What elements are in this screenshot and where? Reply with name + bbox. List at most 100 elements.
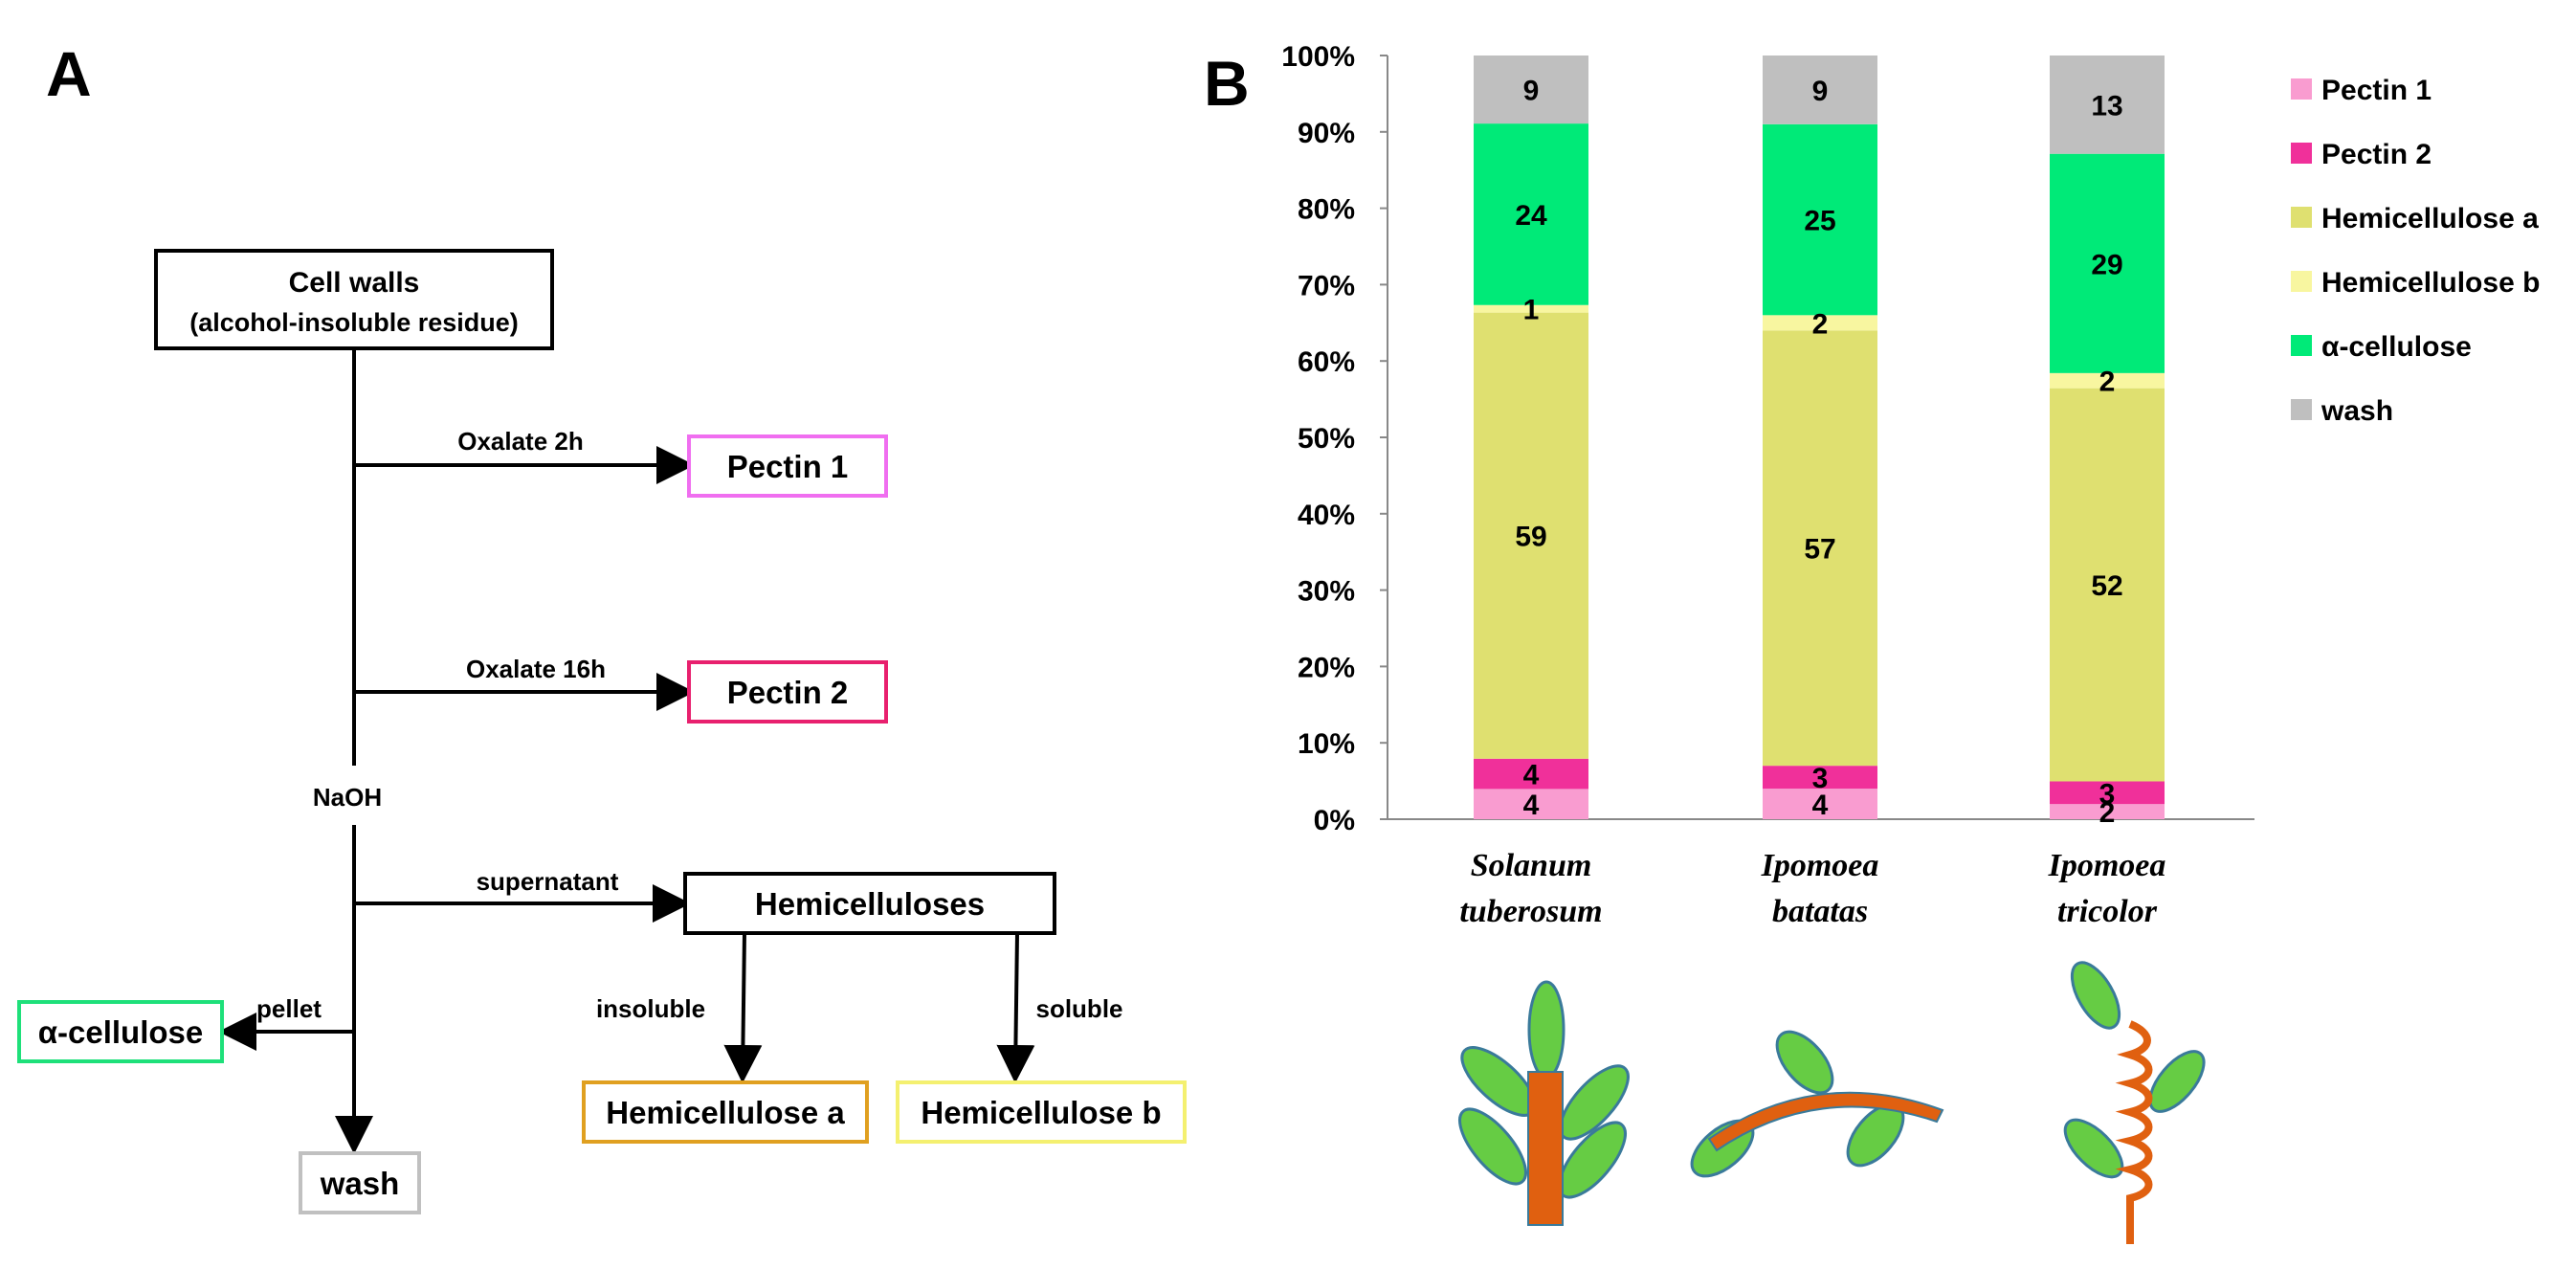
data-label: 24 (1515, 200, 1547, 232)
y-tick-label: 60% (1298, 346, 1355, 378)
bar-segment (1763, 315, 1877, 331)
bar-segment (1763, 330, 1877, 767)
data-label: 57 (1804, 534, 1835, 566)
xcat-2-line2: tricolor (2057, 894, 2158, 929)
legend-swatch (2291, 271, 2312, 292)
y-tick-label: 0% (1314, 805, 1355, 836)
legend-swatch (2291, 143, 2312, 164)
leaf (2063, 1118, 2124, 1179)
naoh-label: NaOH (313, 783, 382, 812)
oxalate-2h-label: Oxalate 2h (457, 427, 584, 456)
twining-stem (2115, 1020, 2153, 1244)
cell-walls-subtitle: (alcohol-insoluble residue) (189, 308, 519, 337)
bar-segment (1474, 304, 1588, 313)
bar-segment (1474, 56, 1588, 124)
data-label: 2 (2099, 797, 2116, 829)
leaf (2148, 1050, 2206, 1113)
soluble-label: soluble (1035, 994, 1122, 1023)
alpha-cellulose-box (17, 1000, 224, 1063)
leaf (2070, 961, 2121, 1030)
pectin1-box (687, 434, 888, 498)
legend-swatch (2291, 207, 2312, 228)
solanum-illustration (1458, 980, 1630, 1226)
bar-segment (2050, 153, 2165, 373)
data-label: 4 (1523, 790, 1540, 821)
pectin1-label: Pectin 1 (727, 449, 849, 484)
data-label: 1 (1523, 295, 1540, 326)
bar-segment (1474, 123, 1588, 305)
legend-label: Pectin 2 (2321, 139, 2432, 170)
panel-a-letter: A (46, 38, 92, 109)
legend-label: Hemicellulose b (2321, 267, 2540, 299)
y-tick-label: 50% (1298, 423, 1355, 455)
y-tick-label: 100% (1281, 41, 1355, 73)
stem (1527, 1071, 1564, 1226)
bar-segment (1474, 312, 1588, 759)
data-label: 25 (1804, 206, 1835, 237)
hemicelluloses-label: Hemicelluloses (755, 886, 985, 922)
legend-swatch (2291, 335, 2312, 356)
bar-segment (2050, 781, 2165, 805)
hemi-b-label: Hemicellulose b (921, 1095, 1161, 1130)
legend-label: Hemicellulose a (2321, 203, 2539, 234)
hemi-a-label: Hemicellulose a (606, 1095, 845, 1130)
y-tick-label: 80% (1298, 194, 1355, 226)
arrow-soluble (996, 932, 1035, 1083)
y-tick-label: 20% (1298, 652, 1355, 683)
bars (1474, 56, 2165, 819)
hemi-a-box (582, 1080, 869, 1144)
stem (1707, 1091, 1944, 1152)
data-label: 9 (1812, 76, 1829, 107)
data-label: 9 (1523, 76, 1540, 107)
supernatant-label: supernatant (477, 867, 619, 896)
bar-segment (2050, 804, 2165, 819)
legend-label: α-cellulose (2321, 331, 2472, 363)
y-tick-label: 90% (1298, 118, 1355, 149)
bar-segment (1474, 789, 1588, 819)
data-label: 3 (2099, 778, 2116, 810)
legend-swatch (2291, 78, 2312, 100)
hemicelluloses-box (683, 872, 1056, 935)
y-tick-label: 40% (1298, 500, 1355, 531)
xcat-2-line1: Ipomoea (2048, 848, 2166, 883)
data-label: 3 (1812, 763, 1829, 794)
bar-segment (2050, 56, 2165, 154)
insoluble-label: insoluble (596, 994, 705, 1023)
pectin2-box (687, 660, 888, 724)
oxalate-16h-label: Oxalate 16h (466, 655, 606, 683)
leaf (1527, 980, 1566, 1080)
legend-swatch (2291, 399, 2312, 420)
panel-b: B 0%10%20%30%40%50%60%70%80%90%100% 4459… (1204, 41, 2540, 929)
bar-segment (2050, 372, 2165, 389)
data-label: 2 (2099, 367, 2116, 398)
xcat-0-line2: tuberosum (1459, 894, 1602, 929)
data-label: 13 (2091, 90, 2122, 122)
legend: Pectin 1 Pectin 2 Hemicellulose a Hemicellu… (2291, 75, 2540, 427)
y-tick-label: 70% (1298, 270, 1355, 301)
bar-segment (1763, 789, 1877, 819)
legend-label: wash (2321, 395, 2393, 427)
xcat-1-line1: Ipomoea (1761, 848, 1879, 883)
data-label: 4 (1523, 760, 1540, 791)
y-tick-label: 30% (1298, 576, 1355, 608)
hemi-b-box (896, 1080, 1187, 1144)
panel-b-letter: B (1204, 48, 1250, 119)
xcat-0-line1: Solanum (1471, 848, 1592, 883)
xcat-1-line2: batatas (1772, 894, 1868, 929)
alpha-cellulose-label: α-cellulose (38, 1014, 204, 1050)
data-label: 29 (2091, 249, 2122, 280)
arrow-insoluble (723, 932, 763, 1083)
panel-a: A Cell walls (alcohol-insoluble residue)… (17, 38, 1187, 1214)
leaf (1775, 1030, 1834, 1095)
bar-segment (1763, 123, 1877, 316)
cell-walls-title: Cell walls (289, 267, 420, 299)
bar-segment (1474, 758, 1588, 790)
wash-label: wash (320, 1166, 400, 1201)
wash-box (299, 1151, 421, 1214)
legend-label: Pectin 1 (2321, 75, 2432, 106)
leaf (1458, 1107, 1527, 1186)
bar-segment (1763, 56, 1877, 124)
cell-walls-box (154, 249, 554, 350)
